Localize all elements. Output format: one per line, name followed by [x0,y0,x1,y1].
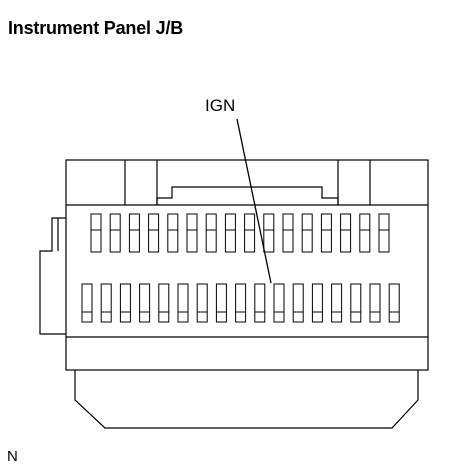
terminal-cavity [119,283,131,323]
terminal-cavity [224,213,236,253]
terminal-cavity [139,283,151,323]
connector-body [65,159,429,371]
terminal-cavity [109,213,121,253]
diagram-code: N [7,448,18,465]
terminal-cavity [263,213,275,253]
terminal-cavity [215,283,227,323]
connector-latch [39,217,66,335]
terminal-cavity [378,213,390,253]
terminal-cavity [235,283,247,323]
terminal-cavity [311,283,323,323]
terminal-cavity [100,283,112,323]
terminal-cavity [81,283,93,323]
terminal-cavity [282,213,294,253]
connector-housing [39,159,429,429]
terminal-cavity [320,213,332,253]
terminal-cavity [292,283,304,323]
terminal-cavity [254,283,266,323]
upper-terminal-row [90,213,390,253]
terminal-cavity [388,283,400,323]
terminal-cavity [158,283,170,323]
terminal-cavity [244,213,256,253]
connector-skirt [74,370,419,429]
terminal-cavity [301,213,313,253]
terminal-cavity [350,283,362,323]
terminal-cavity [359,213,371,253]
terminal-cavity [128,213,140,253]
terminal-cavity [196,283,208,323]
connector-key [156,186,339,205]
terminal-cavity [331,283,343,323]
ign-callout-label: IGN [205,96,235,115]
lower-terminal-row [81,283,400,323]
terminal-cavity [273,283,285,323]
terminal-cavity [148,213,160,253]
ign-leader-line [236,118,272,284]
terminal-cavity [205,213,217,253]
page-title: Instrument Panel J/B [8,18,184,38]
terminal-cavity [186,213,198,253]
terminal-cavity [177,283,189,323]
terminal-cavity [340,213,352,253]
terminal-cavity [369,283,381,323]
terminal-cavity [90,213,102,253]
terminal-cavity [167,213,179,253]
